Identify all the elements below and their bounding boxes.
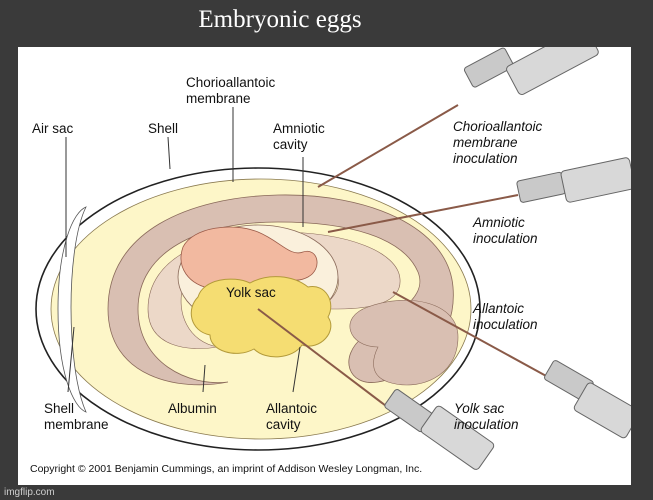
label-allantoic-inoculation: Allantoic inoculation xyxy=(473,301,538,332)
syringe-chorioallantoic xyxy=(317,47,599,188)
label-chorioallantoic-membrane: Chorioallantoic membrane xyxy=(186,75,276,106)
label-air-sac: Air sac xyxy=(32,121,74,136)
label-yolk-sac-inoculation: Yolk sac inoculation xyxy=(454,401,519,432)
egg-diagram xyxy=(35,47,631,470)
syringe-amniotic xyxy=(327,157,631,233)
air-sac xyxy=(57,206,87,413)
syringe-yolk-sac xyxy=(257,308,495,470)
label-amniotic-inoculation: Amniotic inoculation xyxy=(473,215,538,246)
syringe-allantoic xyxy=(392,291,631,439)
label-allantoic-cavity: Allantoic cavity xyxy=(266,401,318,432)
label-albumin: Albumin xyxy=(168,401,217,416)
allantoic-lobe xyxy=(349,300,459,386)
copyright-notice: Copyright © 2001 Benjamin Cummings, an i… xyxy=(30,463,423,475)
slide-title: Embryonic eggs xyxy=(198,6,362,33)
label-shell: Shell xyxy=(148,121,179,136)
label-shell-membrane: Shell membrane xyxy=(44,401,109,432)
diagram-panel: Chorioallantoic membrane Air sac Shell A… xyxy=(18,47,631,485)
label-leaders xyxy=(65,107,304,393)
label-amniotic-cavity: Amniotic cavity xyxy=(273,121,325,152)
label-yolk-sac: Yolk sac xyxy=(226,285,276,300)
watermark: imgflip.com xyxy=(4,487,55,498)
label-chorioallantoic-inoculation: Chorioallantoic membrane inoculation xyxy=(453,119,543,166)
